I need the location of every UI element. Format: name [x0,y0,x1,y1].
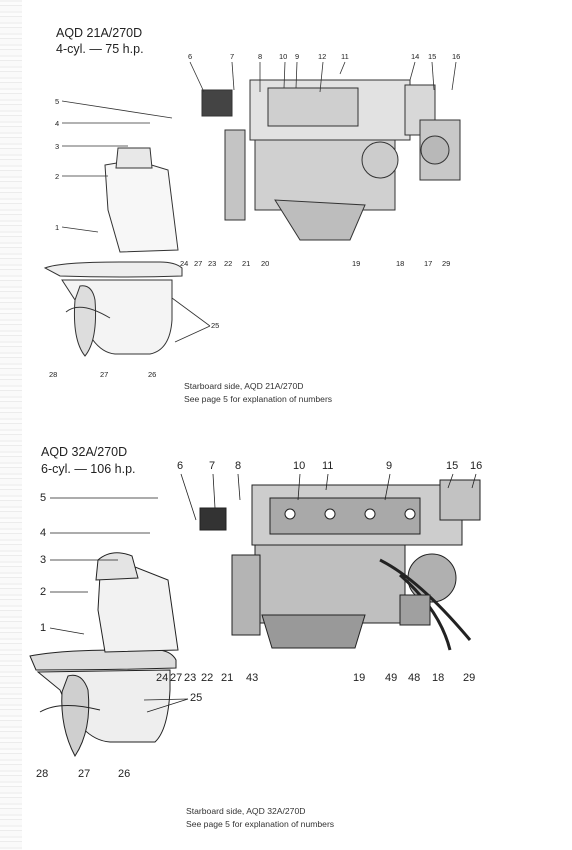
section2-callout-3: 3 [40,554,47,566]
section1-callout-7: 7 [230,52,235,61]
section1-leader-lines [61,61,457,343]
section1-callout-14: 14 [411,52,420,61]
section2-callout-21: 21 [221,672,234,684]
section2-callout-6: 6 [177,460,184,472]
section1-callout-16: 16 [452,52,461,61]
section1-callout-11: 11 [341,52,349,61]
section2-callout-27: 27 [170,672,183,684]
section2-callout-24: 24 [156,672,169,684]
section1-callout-23: 23 [208,259,217,268]
section2-callout-26: 26 [118,768,131,780]
section1-callout-12: 12 [318,52,327,61]
engine-drawing-aqd32a [29,479,481,757]
section2-callout-22: 22 [201,672,214,684]
section1-callout-8: 8 [258,52,263,61]
section1-caption-line2: See page 5 for explanation of numbers [184,394,333,404]
section2-leader-lines [49,473,477,713]
section2-callout-48: 48 [408,672,421,684]
section2-callout-11: 11 [322,460,334,472]
section2-callout-25: 25 [190,692,203,704]
section2-callout-15: 15 [446,460,459,472]
section1-callout-26: 26 [148,370,157,379]
section1-caption-line1: Starboard side, AQD 21A/270D [184,381,304,391]
section2-callout-5: 5 [40,492,47,504]
section1-callout-18: 18 [396,259,405,268]
section1-callout-20: 20 [261,259,270,268]
section2-callout-18: 18 [432,672,445,684]
section1-callout-10: 10 [279,52,288,61]
section2-callout-49: 49 [385,672,398,684]
section1-callout-24: 24 [180,259,189,268]
section1-callout-1: 1 [55,223,60,232]
section2-callout-27b: 27 [78,768,91,780]
section1-callout-29: 29 [442,259,451,268]
section1-callout-15: 15 [428,52,437,61]
section1-callout-27: 27 [194,259,203,268]
section2-callout-7: 7 [209,460,216,472]
section1-callout-25: 25 [211,321,220,330]
section1-callout-5: 5 [55,97,60,106]
section2-callout-10: 10 [293,460,306,472]
section2-spec-heading: 6-cyl. — 106 h.p. [41,462,136,476]
section2-callout-19: 19 [353,672,366,684]
section2-callout-1: 1 [40,622,47,634]
section1-callout-22: 22 [224,259,233,268]
section1-callout-9: 9 [295,52,300,61]
section1-callout-27b: 27 [100,370,109,379]
section2-callout-9: 9 [386,460,393,472]
section2-caption-line1: Starboard side, AQD 32A/270D [186,806,306,816]
section2-callout-28: 28 [36,768,49,780]
scan-edge-speckle [0,0,22,850]
section2-callout-4: 4 [40,527,47,539]
engine-drawing-aqd21a [43,79,461,357]
section2-model-heading: AQD 32A/270D [41,445,128,459]
section2-caption-line2: See page 5 for explanation of numbers [186,819,335,829]
section1-callout-2: 2 [55,172,60,181]
section1-callout-19: 19 [352,259,361,268]
section1-callout-28: 28 [49,370,58,379]
section1-spec-heading: 4-cyl. — 75 h.p. [56,42,144,56]
section1-callout-21: 21 [242,259,251,268]
section1-callout-17: 17 [424,259,433,268]
section1-model-heading: AQD 21A/270D [56,26,143,40]
section1-callout-6: 6 [188,52,193,61]
section2-callout-2: 2 [40,586,47,598]
section2-callout-8: 8 [235,460,242,472]
section2-callout-16: 16 [470,460,483,472]
section1-callout-3: 3 [55,142,60,151]
section1-callout-4: 4 [55,119,60,128]
section2-callout-23: 23 [184,672,197,684]
section2-callout-43: 43 [246,672,259,684]
section2-callout-29: 29 [463,672,476,684]
